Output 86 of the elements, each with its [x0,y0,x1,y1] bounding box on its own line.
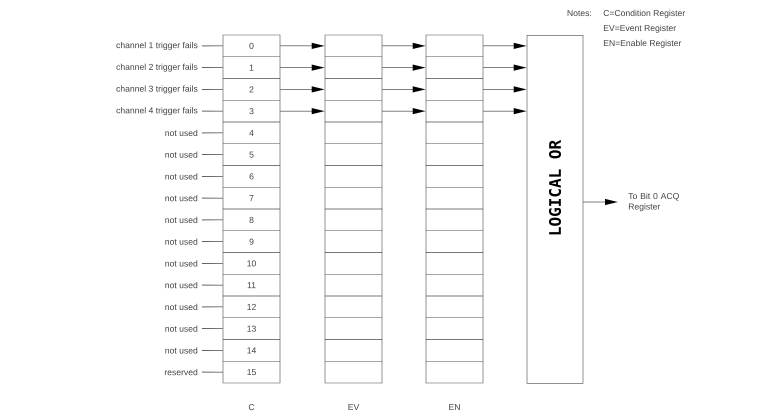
register-cell [426,34,484,58]
register-cell: 15 [222,360,280,384]
register-cell [426,317,484,340]
register-cell [324,100,382,122]
column-label: EN [449,404,460,410]
register-cell: 7 [222,186,280,210]
register-cell: 4 [222,122,280,144]
register-cell [426,360,484,384]
input-label: not used [165,325,198,332]
logic-label: LOGICAL OR [548,140,562,234]
note-text: C=Condition Register [604,10,686,18]
register-cell: 14 [222,339,280,362]
column-label: C [248,404,254,410]
input-label: not used [165,260,198,267]
register-cell [324,143,382,166]
register-cell [426,208,484,232]
register-cell: 6 [222,165,280,188]
output-label: To Bit 0 ACQ Register [628,192,679,212]
connector-line [202,110,223,112]
register-cell: 0 [222,34,280,58]
register-cell [324,122,382,144]
register-cell: 5 [222,143,280,166]
register-cell: 3 [222,100,280,122]
register-cell [426,78,484,101]
register-cell [426,186,484,210]
register-cell [324,165,382,188]
connector-line [202,176,223,177]
register-cell [324,252,382,275]
register-cell [324,78,382,101]
input-label: channel 3 trigger fails [116,85,198,94]
input-label: not used [165,347,198,354]
connector-line [202,263,223,264]
note-heading: Notes: [568,10,592,16]
register-cell [426,252,484,275]
input-label: channel 2 trigger fails [116,64,198,72]
logic-box [526,35,584,384]
register-cell [324,56,382,79]
register-cell: 9 [222,230,280,253]
register-cell [324,230,382,253]
connector-line [202,284,223,286]
register-cell [324,339,382,362]
register-cell [324,186,382,210]
input-label: not used [165,238,198,245]
register-cell [426,296,484,318]
register-cell [426,339,484,362]
register-cell: 11 [222,274,280,296]
note-text: EV=Event Register [604,24,676,33]
register-cell [426,165,484,188]
input-label: not used [165,304,198,310]
connector-line [202,132,223,134]
connector-line [202,328,223,329]
connector-line [202,154,223,155]
connector-line [202,350,223,351]
input-label: not used [165,282,198,288]
register-cell: 2 [222,78,280,101]
input-label: not used [165,173,198,180]
register-cell [324,317,382,340]
connector-line [202,241,223,242]
note-text: EN=Enable Register [604,40,682,48]
register-cell [426,122,484,144]
register-cell [426,230,484,253]
input-label: not used [165,194,198,202]
input-label: not used [165,216,198,224]
register-cell [426,100,484,122]
register-cell [324,208,382,232]
register-cell: 13 [222,317,280,340]
connector-line [202,306,223,308]
input-label: not used [165,151,198,158]
register-cell [426,56,484,79]
register-cell: 10 [222,252,280,275]
register-cell [426,274,484,296]
column-label: EV [348,404,360,410]
register-cell [324,360,382,384]
input-label: not used [165,130,198,136]
connector-line [202,89,223,90]
register-cell [426,143,484,166]
register-cell: 8 [222,208,280,232]
input-label: channel 4 trigger fails [116,107,198,116]
input-label: reserved [164,368,198,376]
register-cell [324,296,382,318]
register-cell [324,274,382,296]
register-cell: 12 [222,296,280,318]
register-cell [324,34,382,58]
connector-line [202,67,223,68]
input-label: channel 1 trigger fails [116,42,198,50]
register-cell: 1 [222,56,280,79]
